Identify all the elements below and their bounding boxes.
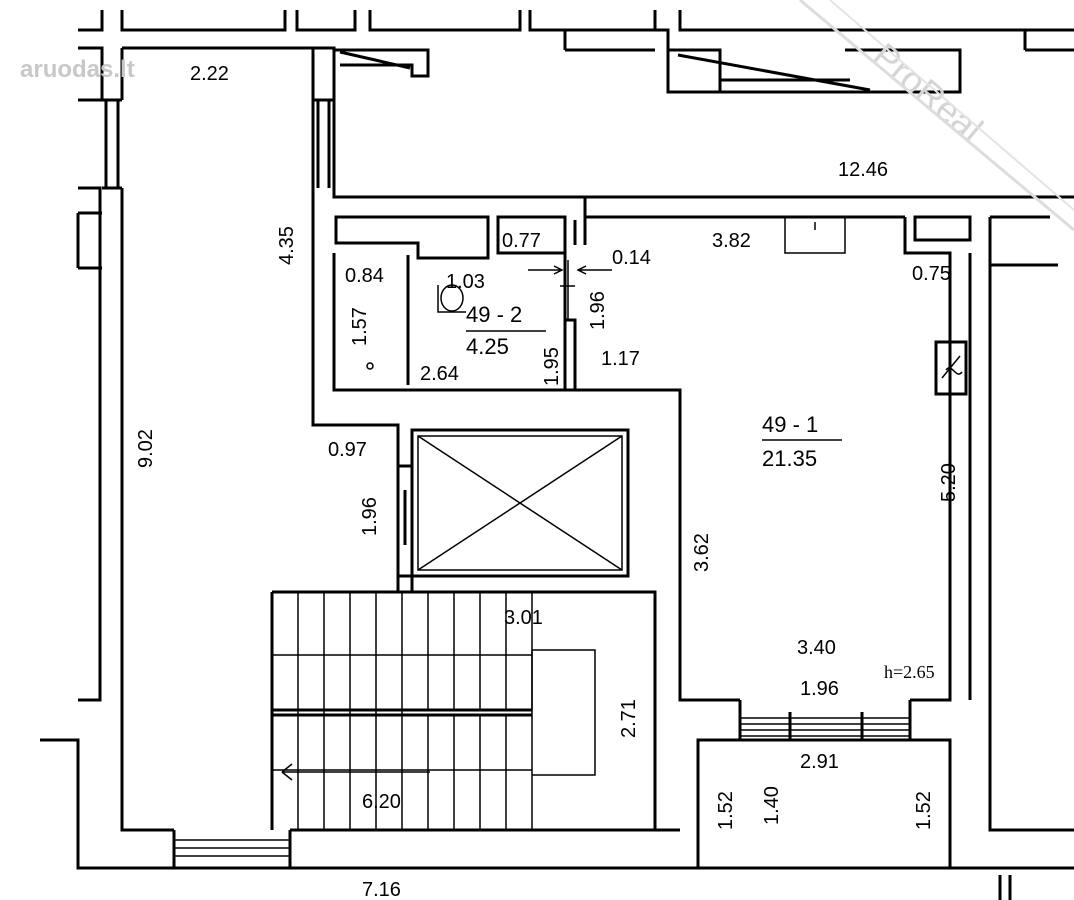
dim-label: 0.97: [328, 439, 367, 461]
dim-label: 12.46: [838, 159, 888, 181]
dim-label: 3.62: [691, 533, 713, 572]
dim-label: 1.03: [446, 271, 485, 293]
dim-label: 2.91: [800, 751, 839, 773]
dim-label: 1.96: [359, 497, 381, 536]
dim-label: 1.40: [761, 786, 783, 825]
dim-label: 3.82: [712, 230, 751, 252]
room-main-area: 21.35: [762, 446, 817, 471]
dim-label: 6.20: [362, 791, 401, 813]
dim-label: 2.71: [618, 699, 640, 738]
room-bath-area: 4.25: [466, 334, 509, 359]
dim-label: 1.96: [587, 291, 609, 330]
room-bath-id: 49 - 2: [466, 302, 522, 327]
ceiling-height: h=2.65: [884, 662, 935, 682]
dim-label: 9.02: [135, 429, 157, 468]
watermark-left: aruodas.lt: [20, 56, 135, 83]
drain-icon: [366, 362, 374, 370]
stove-icon: [934, 340, 968, 396]
sink-icon: [784, 216, 846, 254]
dim-label: 1.57: [349, 307, 371, 346]
toilet-icon: [440, 284, 464, 312]
room-labels: 49 - 1 21.35 49 - 2 4.25 h=2.65: [466, 302, 935, 682]
dim-label: 0.75: [912, 263, 951, 285]
dim-label: 7.16: [362, 879, 401, 900]
room-main-id: 49 - 1: [762, 412, 818, 437]
dim-label: 0.77: [502, 230, 541, 252]
dim-label: 4.35: [276, 226, 298, 265]
dim-label: 1.52: [913, 791, 935, 830]
dim-label: 0.14: [612, 247, 651, 269]
dim-label: 1.52: [715, 791, 737, 830]
fixtures: [366, 216, 968, 396]
lift-shaft: [396, 428, 630, 594]
dim-label: 3.40: [797, 637, 836, 659]
dim-label: 1.17: [601, 348, 640, 370]
dim-label: 0.84: [345, 265, 384, 287]
walls: [40, 10, 1074, 900]
dim-label: 1.96: [800, 678, 839, 700]
dimension-labels: 2.22 12.46 4.35 0.77 3.82 0.14 0.84 1.03…: [135, 63, 960, 900]
dim-label: 5.20: [938, 463, 960, 502]
dim-label: 1.95: [541, 347, 563, 386]
staircase: [270, 590, 657, 830]
dim-label: 2.64: [420, 363, 459, 385]
dim-label: 3.01: [504, 607, 543, 629]
dim-label: 2.22: [190, 63, 229, 85]
